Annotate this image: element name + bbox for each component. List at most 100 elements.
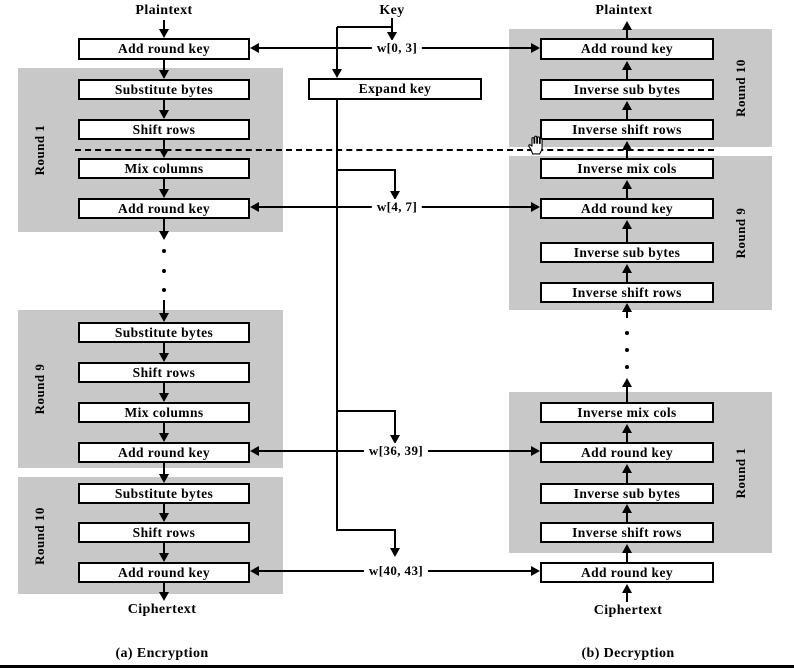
caption-encryption: (a) Encryption — [115, 646, 209, 661]
flow-arrow-stem — [163, 423, 165, 434]
flow-arrow-stem — [626, 188, 628, 198]
dec-r9-inverse-shift-rows: Inverse shift rows — [540, 282, 714, 303]
key-path-arrowhead — [390, 548, 400, 557]
hand-cursor-icon — [528, 135, 543, 155]
round-key-arrowhead-right — [531, 202, 540, 212]
flow-arrow-stem — [626, 512, 628, 522]
key-label: Key — [379, 3, 405, 18]
round-key-arrowhead-left — [250, 43, 259, 53]
plaintext-label-enc: Plaintext — [135, 3, 193, 18]
flow-arrow-stem — [163, 219, 165, 232]
key-path-segment — [337, 169, 396, 171]
drag-split-line — [75, 149, 714, 151]
w40-43-label: w[40, 43] — [363, 563, 429, 579]
enc-r1-substitute-bytes: Substitute bytes — [78, 79, 250, 100]
key-path-segment — [336, 100, 338, 531]
flow-arrow-stem — [626, 149, 628, 158]
enc-round-1-region-label: Round 1 — [32, 124, 47, 176]
key-path-segment — [337, 26, 393, 28]
flow-arrowhead — [159, 110, 169, 119]
flow-arrowhead — [159, 353, 169, 362]
ciphertext-label-dec: Ciphertext — [593, 603, 663, 618]
flow-arrowhead — [159, 433, 169, 442]
flow-arrow-stem — [163, 300, 165, 314]
enc-ellipsis-dot — [162, 288, 166, 292]
flow-arrowhead — [622, 101, 632, 110]
enc-round-9-region-label: Round 9 — [32, 363, 47, 415]
flow-arrow-stem — [626, 432, 628, 442]
round-key-arrowhead-right — [531, 566, 540, 576]
flow-arrow-stem — [626, 272, 628, 282]
flow-arrow-stem — [626, 472, 628, 483]
enc-r9-shift-rows: Shift rows — [78, 362, 250, 383]
flow-arrowhead — [622, 378, 632, 387]
flow-arrowhead — [159, 70, 169, 79]
dec-final-add-round-key: Add round key — [540, 562, 714, 583]
flow-arrowhead — [159, 553, 169, 562]
round-key-arrowhead-left — [250, 202, 259, 212]
flow-arrowhead — [159, 313, 169, 322]
flow-arrow-stem — [163, 583, 165, 593]
key-path-arrowhead — [390, 435, 400, 444]
flow-arrow-stem — [163, 140, 165, 150]
flow-arrowhead — [622, 21, 632, 30]
flow-arrowhead — [159, 189, 169, 198]
flow-arrow-stem — [626, 228, 628, 242]
flow-arrow-stem — [626, 386, 628, 402]
w0-3-label: w[0, 3] — [371, 40, 423, 56]
enc-initial-add-round-key: Add round key — [78, 38, 250, 60]
ciphertext-label-enc: Ciphertext — [127, 602, 197, 617]
flow-arrowhead — [159, 393, 169, 402]
key-path-segment — [394, 411, 396, 436]
flow-arrowhead — [159, 149, 169, 158]
flow-arrow-stem — [163, 543, 165, 554]
dec-r1-inverse-shift-rows: Inverse shift rows — [540, 522, 714, 543]
dec-r10-inverse-sub-bytes: Inverse sub bytes — [540, 79, 714, 100]
enc-r10-shift-rows: Shift rows — [78, 522, 250, 543]
dec-r1-inverse-sub-bytes: Inverse sub bytes — [540, 483, 714, 504]
flow-arrow-stem — [163, 100, 165, 111]
caption-decryption: (b) Decryption — [581, 646, 675, 661]
enc-r9-mix-columns: Mix columns — [78, 402, 250, 423]
key-path-segment — [391, 18, 393, 33]
flow-arrow-stem — [626, 592, 628, 602]
flow-arrow-stem — [626, 552, 628, 562]
flow-arrowhead — [622, 180, 632, 189]
flow-arrowhead — [159, 474, 169, 483]
enc-ellipsis-dot — [162, 249, 166, 253]
enc-r1-shift-rows: Shift rows — [78, 119, 250, 140]
flow-arrowhead — [622, 220, 632, 229]
flow-arrow-stem — [163, 504, 165, 514]
dec-r9-add-round-key: Add round key — [540, 198, 714, 219]
flow-arrow-stem — [626, 109, 628, 119]
dec-round-10-region-label: Round 10 — [733, 59, 748, 117]
flow-arrow-stem — [626, 29, 628, 38]
flow-arrow-stem — [163, 60, 165, 71]
enc-r9-substitute-bytes: Substitute bytes — [78, 322, 250, 343]
flow-arrow-stem — [626, 311, 628, 318]
dec-r10-add-round-key: Add round key — [540, 38, 714, 60]
flow-arrowhead — [622, 141, 632, 150]
flow-arrow-stem — [163, 179, 165, 190]
plaintext-label-dec: Plaintext — [595, 3, 653, 18]
w4-7-label: w[4, 7] — [371, 199, 423, 215]
dec-round-1-region-label: Round 1 — [733, 447, 748, 498]
flow-arrowhead — [159, 29, 169, 38]
flow-arrowhead — [622, 264, 632, 273]
flow-arrowhead — [622, 61, 632, 70]
flow-arrowhead — [622, 303, 632, 312]
dec-ellipsis-dot — [625, 348, 629, 352]
flow-arrowhead — [622, 584, 632, 593]
flow-arrow-stem — [163, 383, 165, 394]
dec-r1-inverse-mix-cols: Inverse mix cols — [540, 402, 714, 423]
key-path-segment — [337, 529, 396, 531]
dec-r9-inverse-mix-cols: Inverse mix cols — [540, 158, 714, 179]
dec-round-9-region-label: Round 9 — [733, 207, 748, 259]
flow-arrowhead — [159, 513, 169, 522]
enc-r1-add-round-key: Add round key — [78, 198, 250, 219]
flow-arrow-stem — [626, 69, 628, 79]
flow-arrowhead — [622, 504, 632, 513]
dec-r10-inverse-shift-rows: Inverse shift rows — [540, 119, 714, 140]
enc-r10-add-round-key: Add round key — [78, 562, 250, 583]
